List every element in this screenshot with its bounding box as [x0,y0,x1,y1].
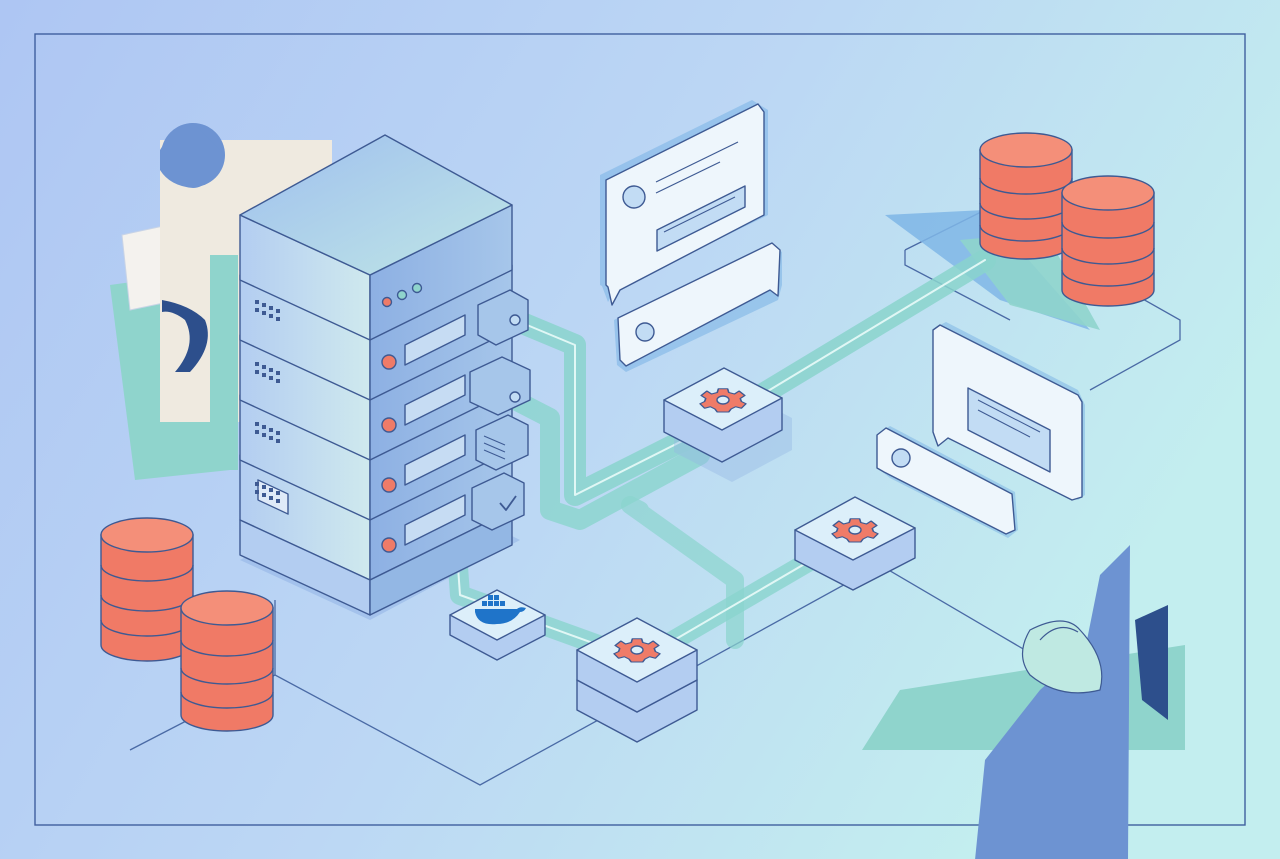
gear-blocks [449,367,916,743]
server-rack-icon [239,134,531,620]
chat-bubble-icon [876,322,1085,538]
database-left-front [180,590,274,732]
server-unit-3 [239,384,513,521]
server-port-2 [469,356,531,416]
docker-block [449,589,546,661]
database-left-back [100,517,194,662]
gear-icon [613,638,661,663]
gear-icon [831,518,879,543]
server-unit-2 [239,324,513,461]
gear-block-top [663,367,792,482]
paper-collage-right [862,545,1185,859]
gear-icon [699,388,747,413]
database-right-back [979,132,1073,260]
docker-whale-icon [475,595,526,625]
gear-block-right [794,496,916,591]
chat-bubble-large [600,100,768,306]
database-icon [100,132,1155,732]
chat-bubble-small [614,242,782,372]
chat-bubble-right-large [932,322,1085,501]
server-unit-4 [239,444,513,581]
server-port-1 [477,289,529,346]
gear-block-bottom [576,617,698,743]
chat-bubble-right-small [876,426,1018,538]
document-icon [475,414,529,471]
database-right-front [1061,175,1155,307]
frame-border [34,33,1246,826]
checkmark-icon [471,472,525,531]
chat-bubble-icon [600,100,782,372]
